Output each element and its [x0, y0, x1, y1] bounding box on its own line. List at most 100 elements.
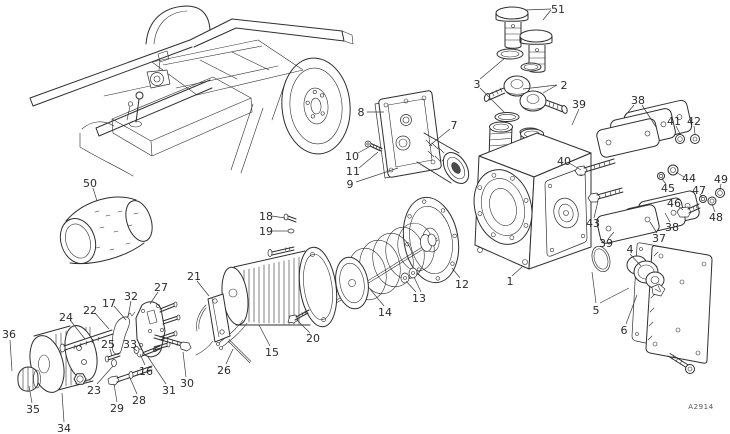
leader-line-5	[591, 271, 597, 304]
callout-label-12: 12	[455, 278, 469, 291]
leader-line-31	[147, 356, 167, 385]
screw-25	[104, 352, 121, 363]
screw-29-28	[107, 365, 153, 386]
fibre-washer-3a	[496, 48, 524, 60]
callout-label-26: 26	[217, 364, 231, 377]
push-rod-26	[227, 339, 252, 364]
callout-label-8: 8	[358, 106, 365, 119]
callout-label-38: 38	[665, 221, 679, 234]
leader-line-9	[355, 167, 399, 183]
leader-line-26	[225, 348, 234, 365]
body-valve-recess	[544, 167, 588, 257]
pump-body-1	[473, 121, 592, 270]
armature-washers	[420, 233, 437, 252]
leader-line-7	[428, 128, 451, 147]
filter-7	[416, 132, 470, 184]
leader-line-6	[625, 294, 638, 325]
callout-label-44: 44	[682, 172, 696, 185]
leader-line-35	[28, 385, 33, 404]
leader-line-34	[61, 392, 65, 423]
pedestal-27	[135, 301, 181, 358]
screw-24-22	[59, 329, 114, 353]
leader-line-12	[451, 267, 461, 279]
callout-label-9: 9	[347, 178, 354, 191]
washer-19	[287, 228, 295, 234]
leader-line-20	[296, 319, 311, 334]
banjo-union-2a	[483, 75, 531, 102]
callout-label-23: 23	[87, 384, 101, 397]
leader-line-43	[593, 200, 599, 219]
leader-line-46	[677, 205, 684, 211]
leader-line-37	[649, 221, 658, 234]
callout-label-49: 49	[714, 173, 728, 186]
leader-line-15	[258, 324, 271, 347]
leader-line-44	[675, 171, 685, 178]
leader-line-17	[113, 305, 127, 321]
leader-line-39	[607, 231, 615, 240]
nut-49	[715, 188, 725, 198]
leader-line-14	[369, 288, 385, 307]
callout-label-39: 39	[572, 98, 586, 111]
callout-layer: 1234567891011121314151617181920212223242…	[2, 3, 728, 434]
washer-47	[699, 195, 707, 203]
callout-label-18: 18	[259, 210, 273, 223]
callout-label-15: 15	[265, 346, 279, 359]
callout-label-36: 36	[2, 328, 16, 341]
bolt-43	[587, 187, 624, 203]
screw-18	[283, 213, 297, 223]
callout-label-28: 28	[132, 394, 146, 407]
screw-10-11-left	[364, 140, 383, 152]
callout-label-46: 46	[667, 197, 681, 210]
leader-line-11	[358, 151, 379, 169]
leader-line-18	[271, 215, 286, 219]
leader-line-51	[524, 8, 552, 11]
end-plate-8-right	[645, 245, 713, 364]
leader-line-16	[139, 353, 146, 366]
callout-label-10: 10	[345, 150, 359, 163]
drawing-reference-code: A2914	[688, 403, 714, 411]
leader-line-38	[641, 104, 657, 128]
callout-label-45: 45	[661, 182, 675, 195]
leader-line-13	[405, 280, 417, 293]
callout-label-22: 22	[83, 304, 97, 317]
callout-label-29: 29	[110, 402, 124, 415]
terminal-nut-35	[73, 373, 87, 385]
body-flange	[473, 169, 533, 245]
callout-label-34: 34	[57, 422, 71, 434]
screw-top-coil	[267, 246, 295, 257]
leader-line-50	[92, 187, 98, 202]
callout-label-1: 1	[507, 275, 514, 288]
gear-lever	[126, 91, 144, 128]
leader-line-22	[94, 312, 110, 330]
callout-label-51: 51	[551, 3, 565, 16]
leader-line-13	[413, 276, 422, 293]
banjo-bolt-51b	[519, 29, 553, 73]
callout-label-47: 47	[692, 184, 706, 197]
leader-line-29	[113, 383, 118, 403]
leader-line-24	[69, 319, 86, 340]
armature-end-disc	[335, 256, 369, 310]
leader-line-27	[149, 291, 159, 305]
end-cap-36	[17, 366, 41, 392]
leader-line-2	[522, 84, 558, 90]
leader-line-49	[719, 183, 722, 191]
callout-label-35: 35	[26, 403, 40, 416]
leader-line-10	[357, 146, 370, 154]
callout-label-3: 3	[474, 78, 481, 91]
screw-30	[153, 334, 192, 352]
callout-label-40: 40	[557, 155, 571, 168]
leader-line-25	[109, 348, 113, 357]
callout-label-13: 13	[412, 292, 426, 305]
leader-line-23	[96, 365, 114, 385]
callout-label-50: 50	[83, 177, 97, 190]
leader-line-47	[699, 193, 703, 198]
callout-label-2: 2	[561, 79, 568, 92]
washer-42	[690, 134, 700, 144]
callout-label-17: 17	[102, 297, 116, 310]
leader-line-30	[182, 351, 187, 378]
fibre-washer-3b	[494, 112, 520, 122]
callout-label-25: 25	[101, 338, 115, 351]
callout-label-30: 30	[180, 377, 194, 390]
